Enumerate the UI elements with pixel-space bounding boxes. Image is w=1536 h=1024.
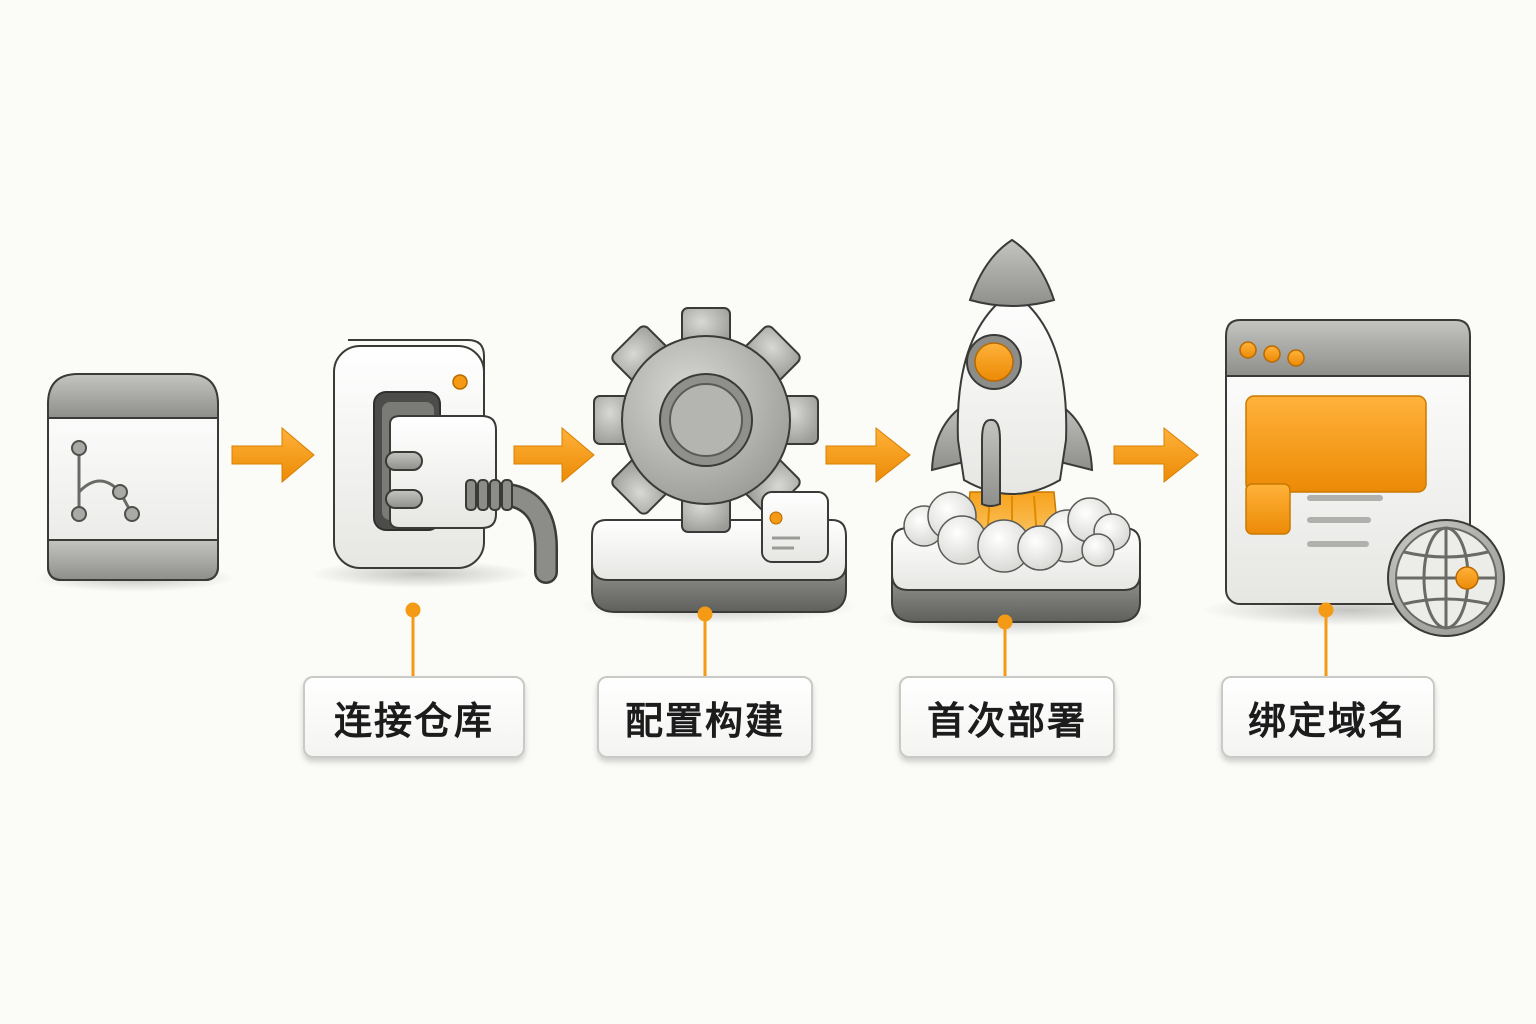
arrow-right-icon bbox=[825, 426, 911, 484]
connector-step-3 bbox=[697, 606, 713, 676]
arrow-right-icon bbox=[231, 426, 315, 484]
plug-socket-icon bbox=[310, 339, 558, 588]
label-configure-build: 配置构建 bbox=[597, 676, 813, 758]
label-bind-domain: 绑定域名 bbox=[1221, 676, 1435, 758]
label-text: 首次部署 bbox=[926, 698, 1087, 743]
rocket-icon bbox=[876, 238, 1156, 636]
browser-globe-icon bbox=[1200, 319, 1505, 637]
gear-icon bbox=[578, 307, 858, 624]
arrow-right-icon bbox=[513, 426, 595, 484]
label-text: 绑定域名 bbox=[1247, 698, 1408, 743]
connector-step-5 bbox=[1318, 602, 1334, 676]
label-connect-repo: 连接仓库 bbox=[303, 676, 525, 758]
git-repository-icon bbox=[35, 373, 235, 592]
label-text: 连接仓库 bbox=[333, 698, 494, 743]
label-first-deploy: 首次部署 bbox=[899, 676, 1115, 758]
label-text: 配置构建 bbox=[624, 698, 785, 743]
connector-step-4 bbox=[997, 614, 1013, 676]
connector-step-2 bbox=[405, 602, 421, 676]
arrow-right-icon bbox=[1113, 426, 1199, 484]
label-connectors bbox=[405, 602, 1334, 676]
